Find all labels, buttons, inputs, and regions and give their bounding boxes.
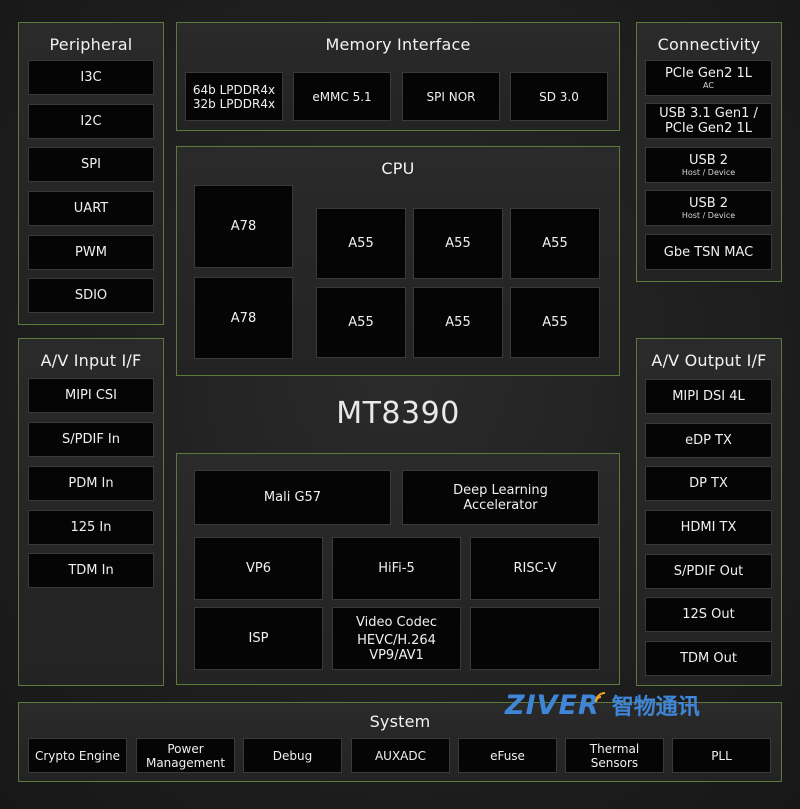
av-in-mipi-csi: MIPI CSI <box>28 378 154 413</box>
cpu-a55-3: A55 <box>510 208 600 279</box>
av-out-edp: eDP TX <box>645 423 772 458</box>
sys-crypto-engine: Crypto Engine <box>28 738 127 773</box>
av-in-125: 125 In <box>28 510 154 545</box>
memory-emmc: eMMC 5.1 <box>293 72 391 121</box>
conn-usb2-b-label: USB 2 <box>688 195 729 211</box>
av-out-spdif: S/PDIF Out <box>645 554 772 589</box>
dla-label-1: Deep Learning <box>453 482 548 498</box>
memory-sd: SD 3.0 <box>510 72 608 121</box>
av-input-title: A/V Input I/F <box>40 351 142 370</box>
codec-label-1: Video Codec <box>356 614 437 630</box>
av-out-dp: DP TX <box>645 466 772 501</box>
cpu-a78-1: A78 <box>194 185 293 268</box>
empty-block <box>470 607 600 670</box>
signal-arcs-icon <box>594 692 605 703</box>
sys-crypto-label: Crypto Engine <box>34 748 121 763</box>
av-in-pdm: PDM In <box>28 466 154 501</box>
watermark-cjk: 智物通讯 <box>611 695 700 720</box>
peripheral-sdio: SDIO <box>28 278 154 313</box>
ziver-watermark-logo: ZIVER 智物通讯 <box>505 688 730 722</box>
dla-label-2: Accelerator <box>463 497 538 513</box>
memory-emmc-label: eMMC 5.1 <box>312 89 372 104</box>
deep-learning-accelerator: Deep Learning Accelerator <box>402 470 599 525</box>
cpu-a55-5: A55 <box>413 287 503 358</box>
gpu-mali-g57: Mali G57 <box>194 470 391 525</box>
isp: ISP <box>194 607 323 670</box>
video-codec: Video Codec HEVC/H.264 VP9/AV1 <box>332 607 461 670</box>
av-out-mipi-dsi: MIPI DSI 4L <box>645 379 772 414</box>
sys-thermal-label-2: Sensors <box>590 755 639 770</box>
conn-pcie-ac: PCIe Gen2 1L AC <box>645 60 772 96</box>
sys-power-management: Power Management <box>136 738 235 773</box>
conn-usb2-b: USB 2 Host / Device <box>645 190 772 226</box>
hifi-5: HiFi-5 <box>332 537 461 600</box>
cpu-a55-1: A55 <box>316 208 406 279</box>
sys-efuse: eFuse <box>458 738 557 773</box>
conn-gbe-tsn: Gbe TSN MAC <box>645 234 772 270</box>
conn-usb2-a: USB 2 Host / Device <box>645 147 772 183</box>
conn-usb31-label: USB 3.1 Gen1 / <box>659 106 758 121</box>
sys-debug: Debug <box>243 738 342 773</box>
sys-power-label-2: Management <box>145 755 226 770</box>
vp6: VP6 <box>194 537 323 600</box>
connectivity-title: Connectivity <box>657 35 761 54</box>
codec-label-3: VP9/AV1 <box>369 647 424 663</box>
conn-pcie-ac-sub: AC <box>703 80 714 90</box>
codec-label-2: HEVC/H.264 <box>357 632 436 648</box>
system-title: System <box>369 712 431 731</box>
memory-interface-title: Memory Interface <box>325 35 471 54</box>
memory-spi-nor-label: SPI NOR <box>426 89 476 104</box>
conn-usb2-a-label: USB 2 <box>688 152 729 168</box>
sys-debug-label: Debug <box>272 748 313 763</box>
memory-lpddr4x-64b: 64b LPDDR4x <box>192 82 276 97</box>
memory-lpddr4x: 64b LPDDR4x 32b LPDDR4x <box>185 72 283 121</box>
memory-lpddr4x-32b: 32b LPDDR4x <box>192 96 276 111</box>
chip-name: MT8390 <box>336 396 460 431</box>
conn-pcie-ac-label: PCIe Gen2 1L <box>664 65 753 81</box>
av-out-tdm: TDM Out <box>645 641 772 676</box>
sys-auxadc: AUXADC <box>351 738 450 773</box>
sys-thermal-label-1: Thermal <box>589 741 640 756</box>
peripheral-uart: UART <box>28 191 154 226</box>
sys-efuse-label: eFuse <box>490 748 525 763</box>
peripheral-pwm: PWM <box>28 235 154 270</box>
av-out-hdmi: HDMI TX <box>645 510 772 545</box>
cpu-a55-6: A55 <box>510 287 600 358</box>
av-out-12s: 12S Out <box>645 597 772 632</box>
peripheral-spi: SPI <box>28 147 154 182</box>
av-in-tdm: TDM In <box>28 553 154 588</box>
sys-pll-label: PLL <box>711 748 732 763</box>
sys-power-label-1: Power <box>167 741 204 756</box>
sys-thermal-sensors: Thermal Sensors <box>565 738 664 773</box>
conn-usb2-a-sub: Host / Device <box>681 167 736 177</box>
watermark-latin: ZIVER <box>505 689 600 721</box>
conn-usb2-b-sub: Host / Device <box>681 210 736 220</box>
conn-gbe-tsn-label: Gbe TSN MAC <box>663 244 754 260</box>
risc-v: RISC-V <box>470 537 600 600</box>
cpu-a78-2: A78 <box>194 277 293 359</box>
cpu-a55-4: A55 <box>316 287 406 358</box>
cpu-a55-2: A55 <box>413 208 503 279</box>
memory-sd-label: SD 3.0 <box>539 89 579 104</box>
conn-usb31-pcie: USB 3.1 Gen1 / PCIe Gen2 1L <box>645 103 772 139</box>
memory-spi-nor: SPI NOR <box>402 72 500 121</box>
peripheral-i2c: I2C <box>28 104 154 139</box>
cpu-title: CPU <box>381 159 415 178</box>
sys-pll: PLL <box>672 738 771 773</box>
conn-usb31-label2: PCIe Gen2 1L <box>664 121 753 136</box>
peripheral-i3c: I3C <box>28 60 154 95</box>
av-in-spdif: S/PDIF In <box>28 422 154 457</box>
peripheral-title: Peripheral <box>49 35 133 54</box>
av-output-title: A/V Output I/F <box>651 351 767 370</box>
sys-auxadc-label: AUXADC <box>374 748 427 763</box>
